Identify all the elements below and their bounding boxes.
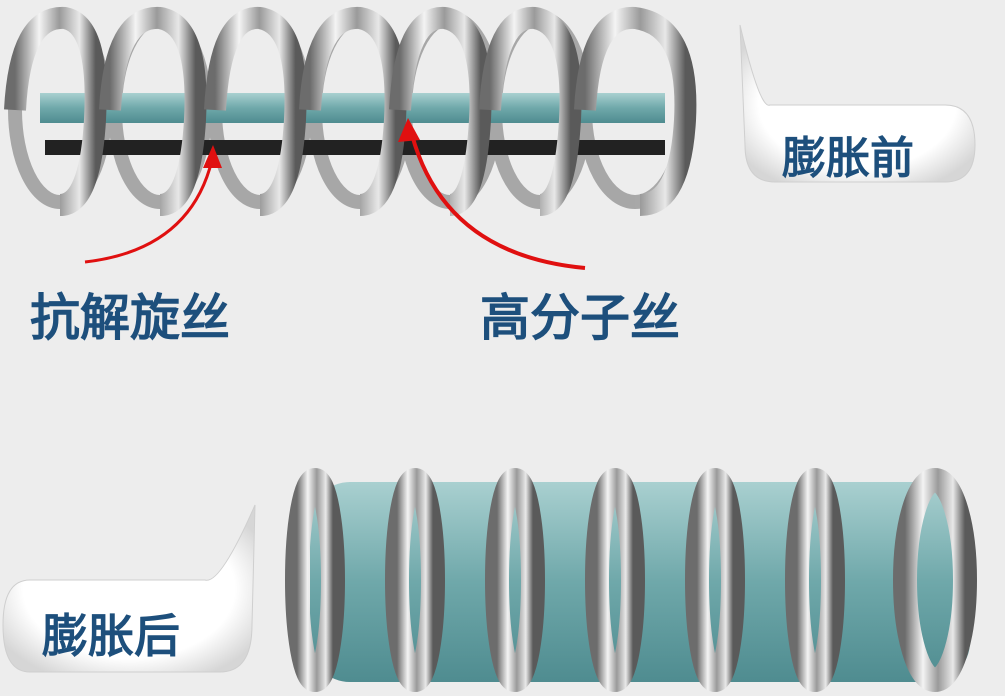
label-polymer-wire: 高分子丝 [480,289,680,347]
spring-before-expansion [4,6,697,216]
label-before-expansion: 膨胀前 [782,133,914,184]
label-anti-unwinding-wire: 抗解旋丝 [30,289,230,347]
arrow-anti-unwinding [84,145,222,264]
label-after-expansion: 膨胀后 [42,609,180,663]
speech-bubble-after [2,504,256,673]
arrow-polymer [398,118,586,270]
spring-after-expansion [285,468,977,692]
speech-bubble-before [739,24,976,183]
